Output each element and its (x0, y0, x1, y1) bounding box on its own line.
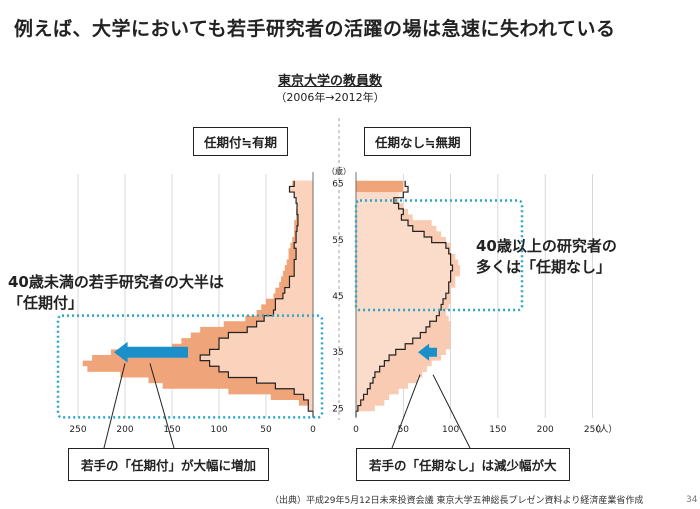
chart-subtitle: （2006年→2012年） (275, 91, 385, 104)
left-x-tick-label: 100 (210, 425, 227, 435)
noterm-top-band (356, 180, 404, 193)
right-x-tick-label: 50 (398, 425, 410, 435)
left-x-tick-label: 50 (260, 425, 272, 435)
right-x-tick-label: 250 (584, 425, 601, 435)
pointer-left-1 (103, 363, 126, 449)
box-label-left: 若手の「任期付」が大幅に増加 (68, 448, 270, 481)
label-no-term: 任期なし≒無期 (364, 127, 472, 156)
arrow-left-increase (114, 341, 188, 363)
callout-left-line1: 40歳未満の若手研究者の大半は (8, 273, 224, 291)
pointer-right-2 (432, 374, 471, 449)
page-title: 例えば、大学においても若手研究者の活躍の場は急速に失われている (14, 18, 616, 40)
right-x-tick-label: 0 (353, 425, 359, 435)
callout-left: 40歳未満の若手研究者の大半は 「任期付」 (8, 272, 224, 314)
series-fixed-2006-area (200, 180, 313, 417)
pointer-left-2 (149, 363, 175, 449)
right-x-tick-label: 200 (537, 425, 554, 435)
age-tick-label: 25 (332, 404, 343, 414)
left-x-tick-label: 250 (69, 425, 86, 435)
arrow-right-decrease (418, 343, 437, 361)
series-noterm-2012-area (356, 180, 453, 417)
age-tick-label: 65 (332, 180, 343, 190)
callout-right-line1: 40歳以上の研究者の (476, 237, 617, 255)
right-x-tick-label: 150 (489, 425, 506, 435)
age-axis-unit: （歳） (327, 166, 351, 176)
page-number: 34 (686, 495, 698, 505)
source-note: （出典）平成29年5月12日未来投資会議 東京大学五神総長プレゼン資料より経済産… (270, 496, 644, 506)
callout-right: 40歳以上の研究者の 多くは「任期なし」 (476, 236, 617, 278)
label-fixed-term: 任期付≒有期 (193, 127, 288, 156)
callout-left-line2: 「任期付」 (8, 294, 84, 312)
age-tick-label: 45 (332, 292, 343, 302)
x-axis-unit: （人） (590, 424, 617, 435)
left-x-tick-label: 150 (163, 425, 180, 435)
frame-young-fixed (56, 314, 324, 419)
callout-right-line2: 多くは「任期なし」 (476, 258, 612, 276)
series-fixed-2006-outline (199, 180, 314, 417)
right-x-tick-label: 100 (442, 425, 459, 435)
pointer-right-1 (391, 374, 421, 449)
age-tick-label: 35 (332, 348, 343, 358)
frame-older-noterm (354, 199, 524, 312)
series-noterm-2012-outline (355, 180, 454, 417)
left-x-tick-label: 0 (310, 425, 316, 435)
left-x-tick-label: 200 (116, 425, 133, 435)
chart-title: 東京大学の教員数 (277, 74, 382, 89)
box-label-right: 若手の「任期なし」は減少幅が大 (356, 448, 570, 481)
age-tick-label: 55 (332, 236, 343, 246)
